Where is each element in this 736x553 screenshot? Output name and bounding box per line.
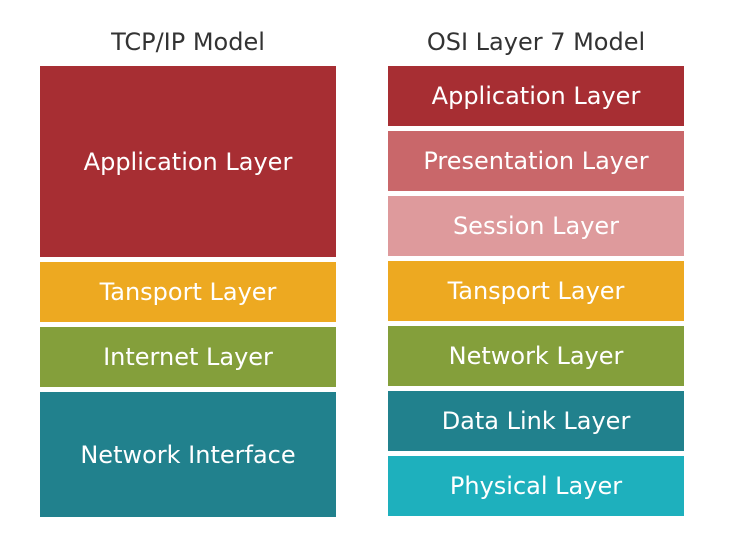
osi-data-link-layer: Data Link Layer: [388, 391, 684, 451]
osi-column: OSI Layer 7 Model Application Layer Pres…: [388, 0, 684, 516]
osi-title: OSI Layer 7 Model: [426, 28, 646, 56]
tcp-application-layer: Application Layer: [40, 66, 336, 257]
tcp-ip-column: TCP/IP Model Application Layer Tansport …: [40, 0, 336, 517]
osi-network-layer: Network Layer: [388, 326, 684, 386]
tcp-ip-title: TCP/IP Model: [111, 28, 265, 56]
osi-presentation-layer: Presentation Layer: [388, 131, 684, 191]
tcp-network-interface-layer: Network Interface: [40, 392, 336, 517]
osi-session-layer: Session Layer: [388, 196, 684, 256]
osi-application-layer: Application Layer: [388, 66, 684, 126]
tcp-transport-layer: Tansport Layer: [40, 262, 336, 322]
osi-transport-layer: Tansport Layer: [388, 261, 684, 321]
tcp-internet-layer: Internet Layer: [40, 327, 336, 387]
osi-physical-layer: Physical Layer: [388, 456, 684, 516]
